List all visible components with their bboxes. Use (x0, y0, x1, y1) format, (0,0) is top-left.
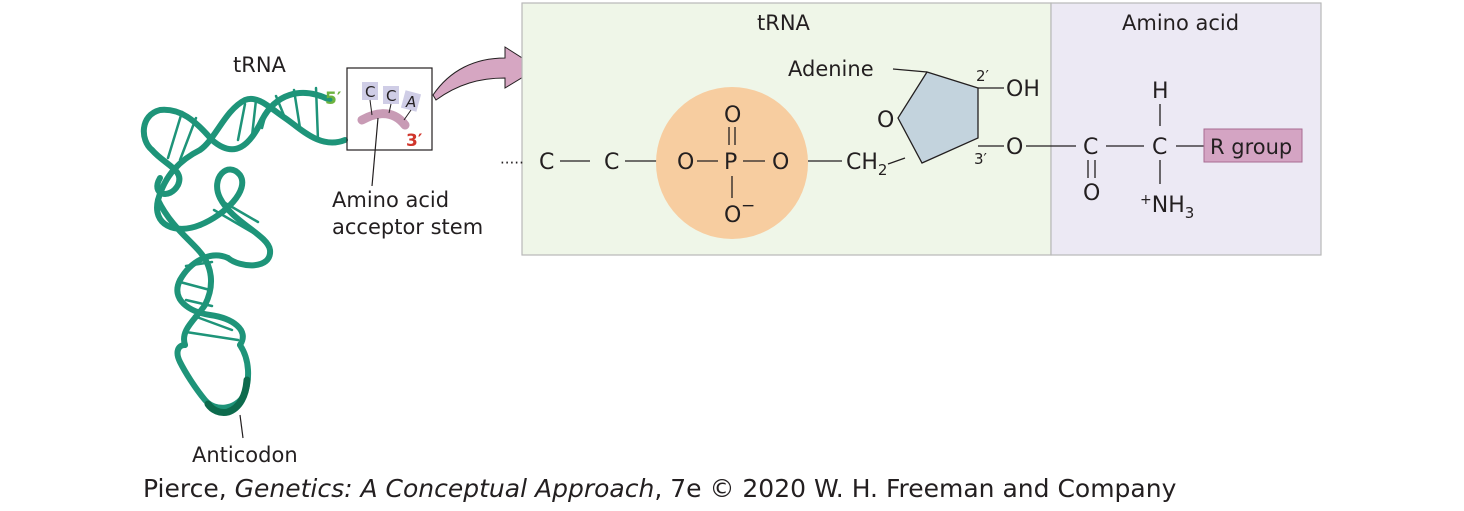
cca-letter-box (383, 86, 399, 104)
adenine-label: Adenine (788, 57, 874, 81)
ribose-ring (897, 71, 979, 164)
nh3-text: NH (1152, 193, 1185, 218)
ch2: CH2 (846, 150, 887, 179)
anticodon-label: Anticodon (192, 443, 298, 467)
cca-tail (357, 109, 410, 130)
ester-oxygen: O (1006, 135, 1023, 160)
cca-letter-box (400, 90, 422, 112)
backbone-c1: C (539, 150, 554, 175)
phosphate-p: P (724, 150, 737, 175)
trna-strand (197, 166, 273, 269)
anticodon-segment (204, 376, 251, 416)
acceptor-leader-line (371, 117, 379, 187)
carbonyl-oxygen: O (1083, 181, 1100, 206)
oh-group: OH (1006, 77, 1040, 102)
anticodon-leader-line (239, 414, 244, 439)
phosphate-o-bottom: O (724, 203, 741, 228)
caption-rest: , 7e © 2020 W. H. Freeman and Company (654, 474, 1177, 503)
amino-group: +NH3 (1140, 192, 1194, 222)
trna-ribbon (140, 86, 348, 416)
trna-strand (174, 252, 246, 348)
three-prime-label: 3′ (406, 131, 423, 151)
three-prime-carbon-label: 3′ (974, 150, 988, 168)
nh3-subscript: 3 (1185, 204, 1195, 222)
cca-letters: C C A (362, 82, 422, 121)
left-trna-label: tRNA (233, 53, 287, 77)
trna-panel-header: tRNA (757, 11, 811, 35)
phosphate-circle (656, 87, 808, 239)
trna-strand (149, 147, 183, 197)
alpha-carbon: C (1152, 135, 1167, 160)
ch2-subscript: 2 (878, 161, 888, 179)
nh3-plus: + (1140, 192, 1152, 208)
cca-letter-c2: C (386, 87, 396, 105)
cca-letter-c1: C (365, 83, 375, 101)
backbone-c2: C (604, 150, 619, 175)
r-group-label: R group (1210, 135, 1292, 159)
cca-inset-box (346, 67, 433, 151)
ch2-text: CH (846, 150, 878, 175)
carbonyl-carbon: C (1083, 135, 1098, 160)
figure-caption: Pierce, Genetics: A Conceptual Approach,… (143, 474, 1176, 503)
acceptor-label-line2: acceptor stem (332, 215, 483, 239)
cca-letter-a: A (405, 93, 416, 111)
r-group-box (1203, 128, 1303, 163)
trna-strand (155, 197, 214, 348)
phosphate-o-left: O (677, 150, 694, 175)
base-pairs (166, 86, 320, 342)
acceptor-label-line1: Amino acid (332, 188, 449, 212)
ring-oxygen: O (877, 108, 894, 133)
trna-strand (174, 342, 252, 411)
hydrogen: H (1152, 79, 1169, 104)
amino-acid-panel-header: Amino acid (1122, 11, 1239, 35)
trna-strand (154, 95, 348, 232)
two-prime-label: 2′ (976, 67, 990, 85)
five-prime-label: 5′ (325, 89, 342, 109)
caption-author: Pierce, (143, 474, 235, 503)
phosphate-minus: − (741, 196, 755, 216)
caption-book-title: Genetics: A Conceptual Approach (234, 474, 655, 503)
cca-letter-box (362, 82, 378, 100)
phosphate-o-right: O (772, 150, 789, 175)
phosphate-o-top: O (724, 103, 741, 128)
backbone-ellipsis: ····· (500, 154, 524, 172)
